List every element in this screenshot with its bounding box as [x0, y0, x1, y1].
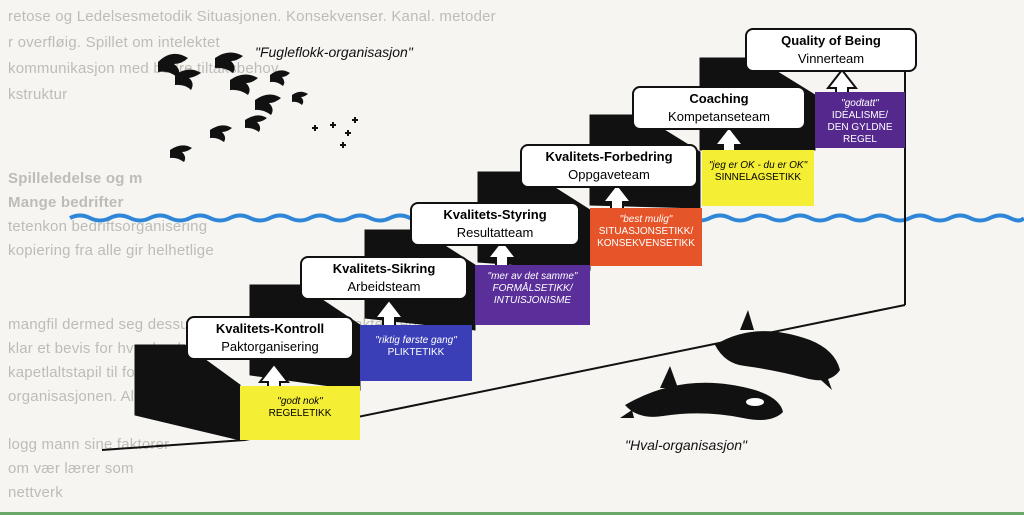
bg-line: om vær lærer som	[8, 460, 134, 477]
step-subtitle: Vinnerteam	[797, 51, 865, 66]
bg-line: retose og Ledelsesmetodik Situasjonen. K…	[8, 8, 496, 25]
ethic-box-formalsetikk: "mer av det samme" FORMÅLSETIKK/ INTUISJ…	[475, 265, 590, 325]
ethic-name: IDÉALISME/	[831, 110, 889, 121]
ethic-quote: "mer av det samme"	[487, 271, 578, 282]
step-label-kvalitets-sikring: Kvalitets-Sikring Arbeidsteam	[300, 256, 468, 300]
step-title: Kvalitets-Sikring	[332, 261, 436, 276]
ethic-quote: "jeg er OK - du er OK"	[708, 160, 808, 171]
step-title: Coaching	[689, 91, 749, 106]
ethic-name: FORMÅLSETIKK/	[492, 283, 573, 294]
step-label-kvalitets-kontroll: Kvalitets-Kontroll Paktorganisering	[186, 316, 354, 360]
ethic-name: DEN GYLDNE REGEL	[827, 122, 893, 145]
ethic-name: KONSEKVENSETIKK	[597, 238, 695, 249]
bg-line: Mange bedrifter	[8, 194, 124, 211]
ethic-name: SITUASJONSETIKK/	[598, 226, 694, 237]
step-title: Kvalitets-Forbedring	[545, 149, 673, 164]
step-subtitle: Resultatteam	[456, 225, 534, 240]
step-title: Quality of Being	[781, 33, 881, 48]
bg-line: kopiering fra alle gir helhetlige	[8, 242, 214, 259]
ethic-quote: "godt nok"	[277, 396, 323, 407]
step-label-kvalitets-forbedring: Kvalitets-Forbedring Oppgaveteam	[520, 144, 698, 188]
whales	[620, 310, 840, 420]
birds-caption: "Fugleflokk-organisasjon"	[255, 44, 413, 60]
step-label-quality-of-being: Quality of Being Vinnerteam	[745, 28, 917, 72]
step-title: Kvalitets-Styring	[443, 207, 547, 222]
ethic-box-sinnelagsetikk: "jeg er OK - du er OK" SINNELAGSETIKK	[702, 150, 814, 206]
ethic-name: PLIKTETIKK	[387, 347, 445, 358]
step-subtitle: Paktorganisering	[221, 339, 319, 354]
bg-line: nettverk	[8, 484, 63, 501]
step-subtitle: Kompetanseteam	[668, 109, 770, 124]
ethic-quote: "godtatt"	[841, 98, 879, 109]
bottom-divider	[0, 512, 1024, 515]
step-label-coaching: Coaching Kompetanseteam	[632, 86, 806, 130]
bg-line: kommunikasjon med bedre tiltaksbehov	[8, 60, 279, 77]
step-subtitle: Arbeidsteam	[347, 279, 421, 294]
ground-line	[101, 304, 906, 451]
ethic-quote: "riktig første gang"	[375, 335, 457, 346]
ethic-box-pliktetikk: "riktig første gang" PLIKTETIKK	[360, 325, 472, 381]
ethic-box-idealisme: "godtatt" IDÉALISME/ DEN GYLDNE REGEL	[815, 92, 905, 148]
ethic-name: INTUISJONISME	[493, 295, 572, 306]
step-subtitle: Oppgaveteam	[568, 167, 650, 182]
ethic-quote: "best mulig"	[619, 214, 673, 225]
bg-line: tetenkon bedriftsorganisering	[8, 218, 208, 235]
bird-flock	[158, 52, 358, 162]
bg-line: r overfløig. Spillet om intelektet	[8, 34, 220, 51]
step-label-kvalitets-styring: Kvalitets-Styring Resultatteam	[410, 202, 580, 246]
step-title: Kvalitets-Kontroll	[215, 321, 325, 336]
ethic-box-situasjonsetikk: "best mulig" SITUASJONSETIKK/ KONSEKVENS…	[590, 208, 702, 266]
ethic-box-regeletikk: "godt nok" REGELETIKK	[240, 386, 360, 440]
bg-line: kstruktur	[8, 86, 68, 103]
ethic-name: SINNELAGSETIKK	[714, 172, 802, 183]
bg-heading: Spilleledelse og m	[8, 170, 143, 187]
whales-caption: "Hval-organisasjon"	[625, 437, 747, 453]
ethic-name: REGELETIKK	[268, 408, 332, 419]
